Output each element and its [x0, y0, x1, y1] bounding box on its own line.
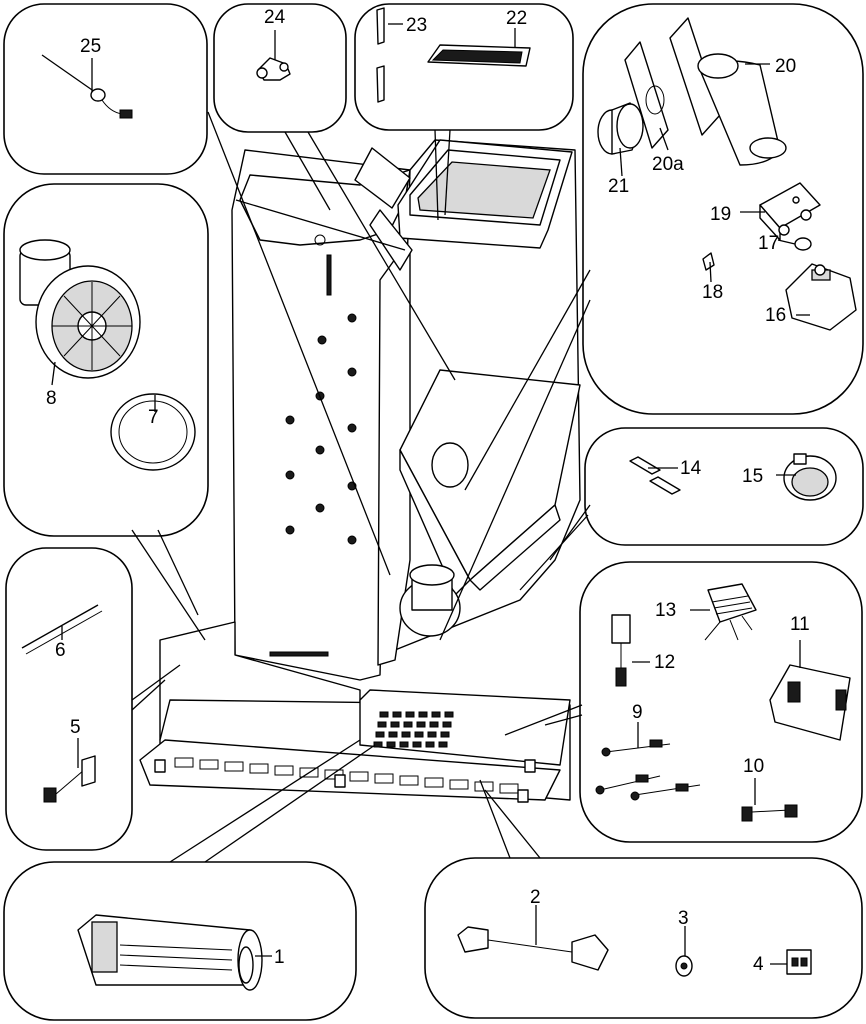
part-18-pin [702, 252, 715, 283]
part-7-blower-gasket [110, 393, 196, 471]
callout-16: 16 [765, 305, 786, 326]
part-22-air-filter [427, 28, 531, 67]
callout-3: 3 [678, 908, 689, 929]
callout-5: 5 [70, 717, 81, 738]
callout-9: 9 [632, 702, 643, 723]
bubble-parts-5-6 [5, 547, 133, 851]
callout-12: 12 [654, 652, 675, 673]
part-11-control-board [769, 640, 851, 741]
callout-20a: 20a [652, 154, 684, 175]
part-5-flame-sensor [43, 738, 96, 803]
bubble-parts-22-23 [354, 3, 574, 131]
part-14-limit-switch-pair [629, 456, 681, 495]
callout-labels: 1 2 3 4 5 6 7 8 9 10 11 12 13 14 15 16 1… [46, 7, 810, 975]
callout-11: 11 [790, 614, 810, 635]
part-9-wire-terminals [595, 722, 701, 801]
part-1-room-blower [77, 914, 272, 991]
part-25-temperature-probe [41, 54, 133, 119]
part-17-screw [777, 209, 812, 251]
callout-20: 20 [775, 56, 796, 77]
part-13-wire-harness [690, 583, 757, 641]
callout-17: 17 [758, 233, 779, 254]
part-23-clip [376, 7, 403, 103]
part-20a-gasket [624, 41, 669, 151]
part-8-combustion-blower [19, 239, 141, 386]
part-10-harness [741, 778, 798, 822]
callout-24: 24 [264, 7, 286, 28]
part-21-duct-ring [597, 102, 644, 177]
part-4-terminal-block [770, 949, 812, 975]
callout-18: 18 [702, 282, 723, 303]
callout-1: 1 [274, 947, 285, 968]
bubble-parts-2-4 [424, 857, 863, 1019]
callout-23: 23 [406, 15, 427, 36]
part-2-gas-valve-fitting [457, 905, 609, 971]
callout-2: 2 [530, 887, 541, 908]
callout-21: 21 [608, 176, 629, 197]
part-19-mounting-bracket [740, 182, 821, 241]
bubble-part-25 [3, 3, 208, 175]
leader-lines [131, 111, 591, 863]
callout-13: 13 [655, 600, 676, 621]
callout-10: 10 [743, 756, 764, 777]
part-3-orifice [675, 926, 693, 977]
callout-7: 7 [148, 407, 159, 428]
part-24-sensor-clip [256, 30, 291, 81]
callout-22: 22 [506, 8, 527, 29]
callout-8: 8 [46, 388, 57, 409]
callout-15: 15 [742, 466, 763, 487]
callout-19: 19 [710, 204, 731, 225]
bubble-parts-9-13 [579, 561, 863, 843]
part-6-igniter [21, 604, 103, 655]
part-20-flue-adapter [669, 17, 787, 166]
part-16-pressure-switch [785, 263, 857, 331]
callout-6: 6 [55, 640, 66, 661]
part-15-thermostat [776, 453, 837, 501]
part-12-connector [611, 614, 650, 687]
callout-25: 25 [80, 36, 101, 57]
callout-14: 14 [680, 458, 702, 479]
callout-4: 4 [753, 954, 764, 975]
